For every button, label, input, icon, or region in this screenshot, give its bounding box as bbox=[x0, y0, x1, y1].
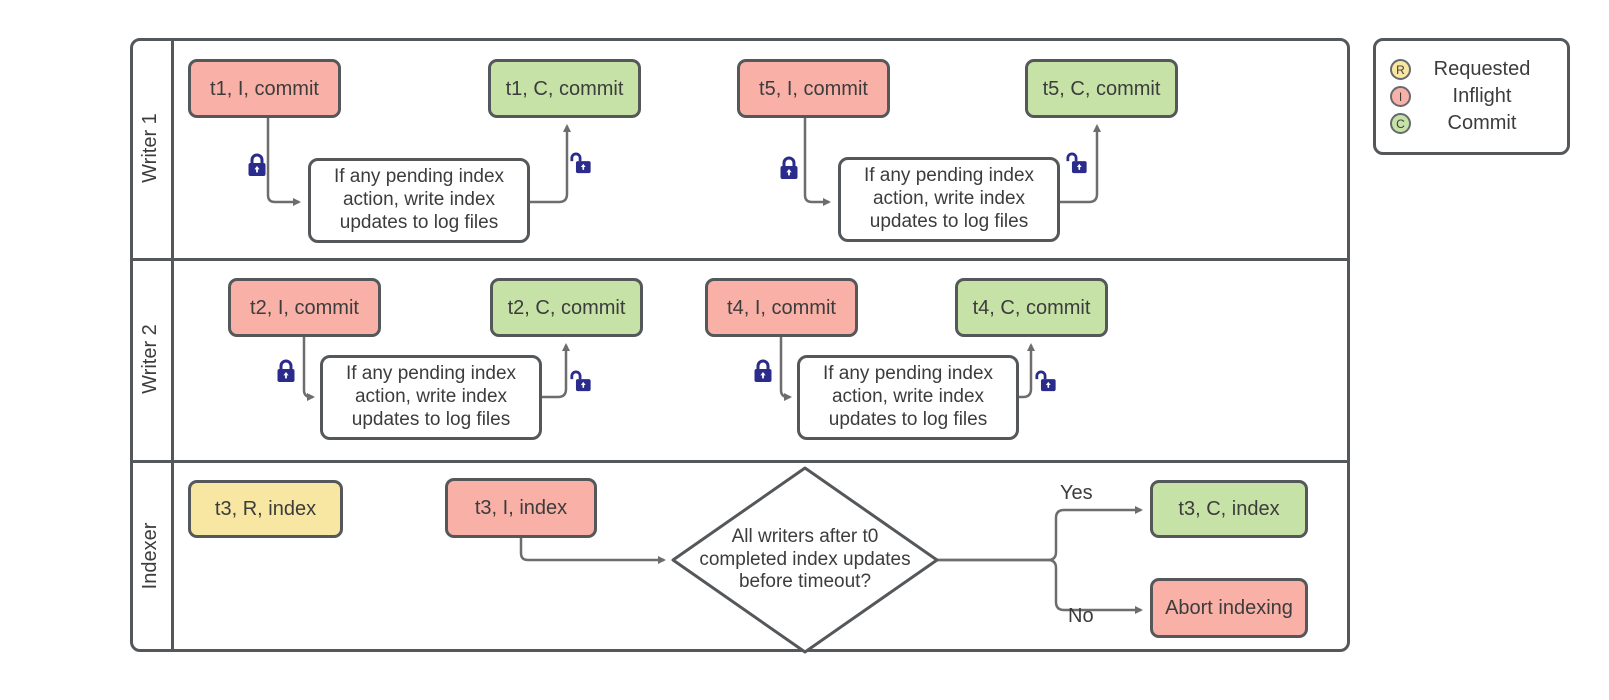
legend: R Requested I Inflight C Commit bbox=[1373, 38, 1570, 155]
node-t5-inflight: t5, I, commit bbox=[737, 59, 890, 118]
node-t2-inflight: t2, I, commit bbox=[228, 278, 381, 337]
node-writer1-process-1: If any pending index action, write index… bbox=[308, 158, 530, 243]
yes-branch-label: Yes bbox=[1060, 482, 1093, 504]
lock-closed-icon bbox=[246, 152, 268, 178]
node-t4-commit: t4, C, commit bbox=[955, 278, 1108, 337]
node-t3-inflight: t3, I, index bbox=[445, 478, 597, 538]
legend-label: Requested bbox=[1433, 58, 1531, 80]
lock-closed-icon bbox=[778, 155, 800, 181]
lock-open-icon bbox=[1066, 150, 1088, 176]
lane-label-indexer: Indexer bbox=[138, 522, 161, 590]
node-t1-commit: t1, C, commit bbox=[488, 59, 641, 118]
no-branch-label: No bbox=[1068, 605, 1094, 627]
commit-badge-icon: C bbox=[1390, 113, 1411, 134]
lane-label-writer-2: Writer 2 bbox=[138, 324, 161, 394]
node-t5-commit: t5, C, commit bbox=[1025, 59, 1178, 118]
node-t3-commit: t3, C, index bbox=[1150, 480, 1308, 538]
node-writer2-process-1: If any pending index action, write index… bbox=[320, 355, 542, 440]
requested-badge-icon: R bbox=[1390, 59, 1411, 80]
node-t4-inflight: t4, I, commit bbox=[705, 278, 858, 337]
node-writer1-process-2: If any pending index action, write index… bbox=[838, 157, 1060, 242]
node-t2-commit: t2, C, commit bbox=[490, 278, 643, 337]
lane-header-divider bbox=[171, 41, 174, 649]
legend-label: Inflight bbox=[1452, 85, 1512, 107]
node-t3-requested: t3, R, index bbox=[188, 480, 343, 538]
inflight-badge-icon: I bbox=[1390, 86, 1411, 107]
lock-open-icon bbox=[1035, 368, 1057, 394]
node-writer2-process-2: If any pending index action, write index… bbox=[797, 355, 1019, 440]
legend-label: Commit bbox=[1447, 112, 1517, 134]
lane-divider bbox=[133, 460, 1347, 463]
lane-divider bbox=[133, 258, 1347, 261]
legend-item-commit: C Commit bbox=[1390, 110, 1553, 137]
lock-closed-icon bbox=[275, 358, 297, 384]
lock-open-icon bbox=[570, 150, 592, 176]
legend-item-inflight: I Inflight bbox=[1390, 83, 1553, 110]
lock-closed-icon bbox=[752, 358, 774, 384]
lock-open-icon bbox=[570, 368, 592, 394]
lane-label-writer-1: Writer 1 bbox=[138, 113, 161, 183]
node-abort-indexing: Abort indexing bbox=[1150, 578, 1308, 638]
node-t1-inflight: t1, I, commit bbox=[188, 59, 341, 118]
legend-item-requested: R Requested bbox=[1390, 56, 1553, 83]
decision-label: All writers after t0 completed index upd… bbox=[699, 525, 911, 593]
